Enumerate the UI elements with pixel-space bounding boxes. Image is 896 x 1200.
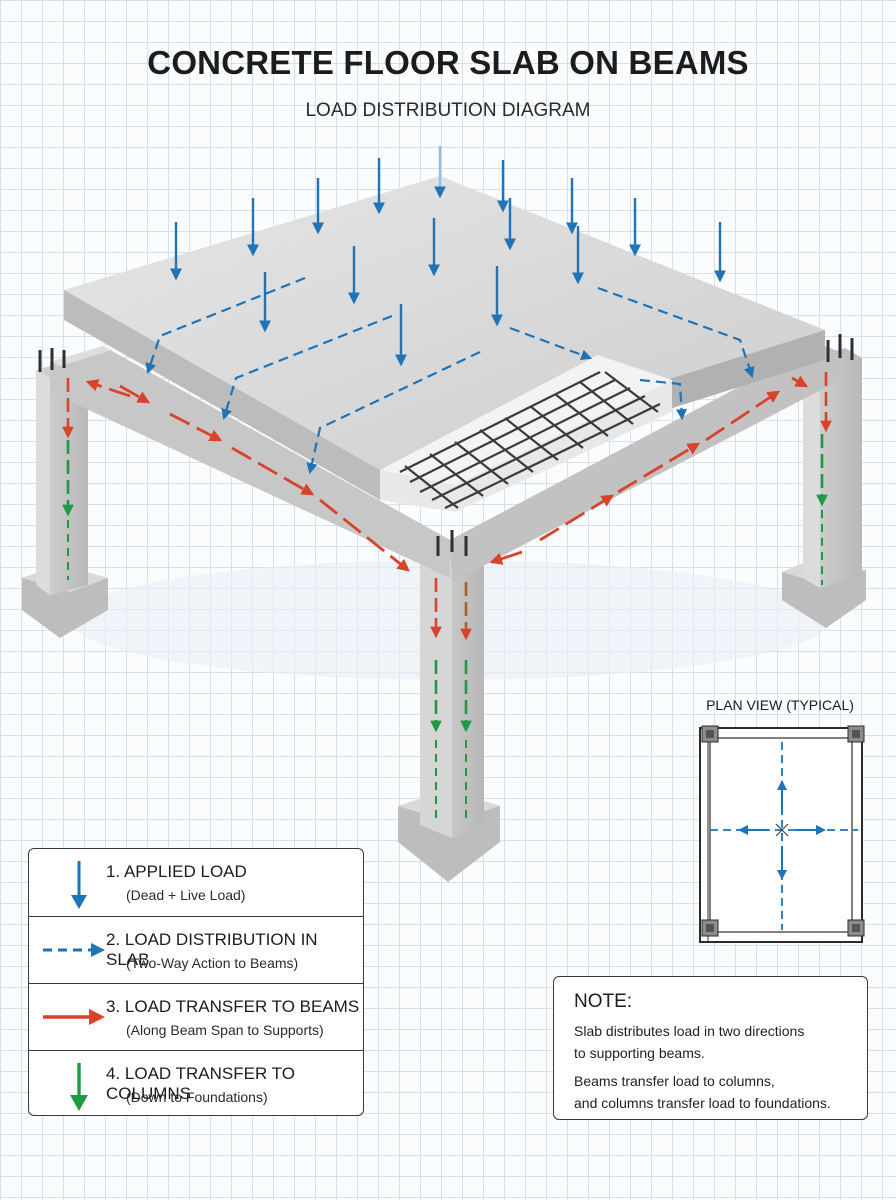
legend-item-title: 3. LOAD TRANSFER TO BEAMS bbox=[106, 997, 360, 1016]
legend-item-title: 1. APPLIED LOAD bbox=[106, 862, 247, 881]
legend-item-slab-distribution: 2. LOAD DISTRIBUTION IN SLAB (Two-Way Ac… bbox=[29, 916, 363, 983]
column-transfer-arrows bbox=[62, 434, 828, 733]
slab-distribution-arrows bbox=[145, 276, 755, 475]
note-line: and columns transfer load to foundations… bbox=[574, 1095, 831, 1111]
legend-item-title: 2. LOAD DISTRIBUTION IN SLAB bbox=[106, 930, 318, 969]
page-subtitle: LOAD DISTRIBUTION DIAGRAM bbox=[305, 100, 591, 121]
column-rebar-stubs bbox=[38, 334, 854, 556]
page-title: CONCRETE FLOOR SLAB ON BEAMS bbox=[147, 44, 749, 81]
applied-load-arrows bbox=[170, 158, 726, 367]
column-red-arrows bbox=[62, 372, 832, 641]
note-line: Beams transfer load to columns, bbox=[574, 1073, 775, 1089]
rebar-mesh bbox=[399, 371, 661, 509]
note-line: to supporting beams. bbox=[574, 1045, 705, 1061]
arrow-right-red-icon bbox=[43, 1009, 105, 1025]
legend-item-column-transfer: 4. LOAD TRANSFER TO COLUMNS (Down to Fou… bbox=[29, 1050, 363, 1117]
note-title: NOTE: bbox=[574, 991, 633, 1012]
legend-item-subtitle: (Along Beam Span to Supports) bbox=[126, 1022, 324, 1038]
legend-item-title: 4. LOAD TRANSFER TO COLUMNS bbox=[106, 1064, 295, 1103]
arrow-down-blue-icon bbox=[71, 861, 87, 909]
dashed-arrow-right-blue-icon bbox=[43, 943, 105, 957]
column-right bbox=[782, 348, 866, 628]
legend-item-subtitle: (Down to Foundations) bbox=[126, 1089, 268, 1105]
note-box: NOTE: Slab distributes load in two direc… bbox=[553, 976, 868, 1120]
concrete-slab bbox=[64, 176, 825, 512]
legend-item-subtitle: (Two-Way Action to Beams) bbox=[126, 955, 299, 971]
legend-item-applied-load: 1. APPLIED LOAD (Dead + Live Load) bbox=[29, 849, 363, 916]
legend-item-subtitle: (Dead + Live Load) bbox=[126, 887, 246, 903]
plan-view-title: PLAN VIEW (TYPICAL) bbox=[706, 697, 854, 713]
legend-item-beam-transfer: 3. LOAD TRANSFER TO BEAMS (Along Beam Sp… bbox=[29, 983, 363, 1050]
column-foot-dashes bbox=[67, 510, 823, 820]
beam-right bbox=[450, 344, 840, 582]
column-left bbox=[22, 360, 108, 638]
beam-transfer-arrows bbox=[85, 375, 809, 572]
arrow-down-green-icon bbox=[70, 1063, 88, 1111]
plan-view-drawing bbox=[699, 725, 865, 943]
legend: 1. APPLIED LOAD (Dead + Live Load) 2. LO… bbox=[28, 848, 364, 1116]
note-line: Slab distributes load in two directions bbox=[574, 1023, 805, 1039]
